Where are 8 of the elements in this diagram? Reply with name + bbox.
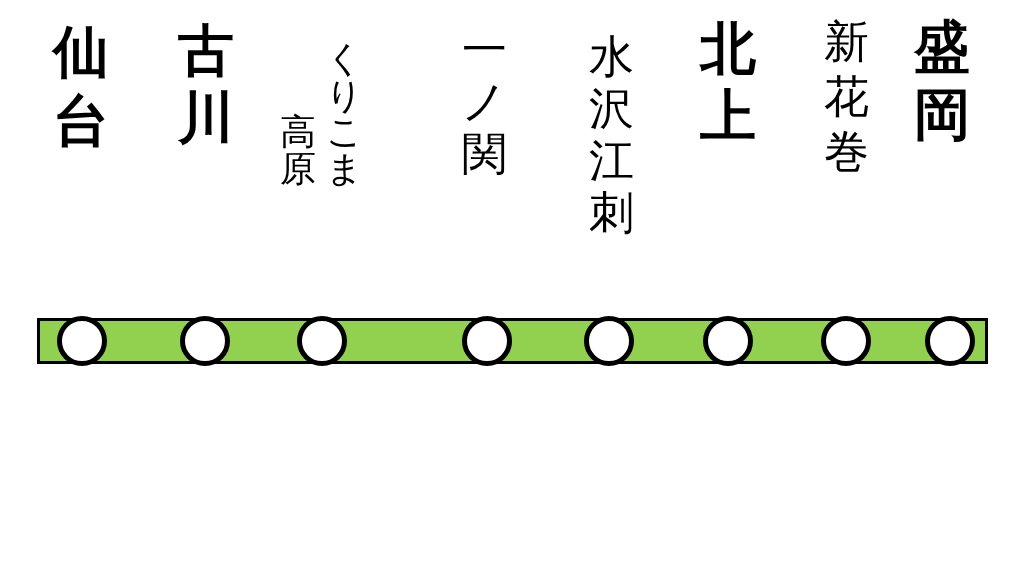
station-name: 水沢江刺: [587, 31, 635, 239]
station-name: 盛岡: [913, 13, 971, 149]
station-name: 北上: [699, 15, 757, 149]
station-name: 新花巻: [822, 14, 870, 179]
station-name: 古川: [177, 17, 235, 151]
station-name: くりこま高原: [279, 41, 364, 187]
station-name: 一ノ関: [460, 24, 508, 180]
station-name: 仙台: [52, 18, 110, 155]
